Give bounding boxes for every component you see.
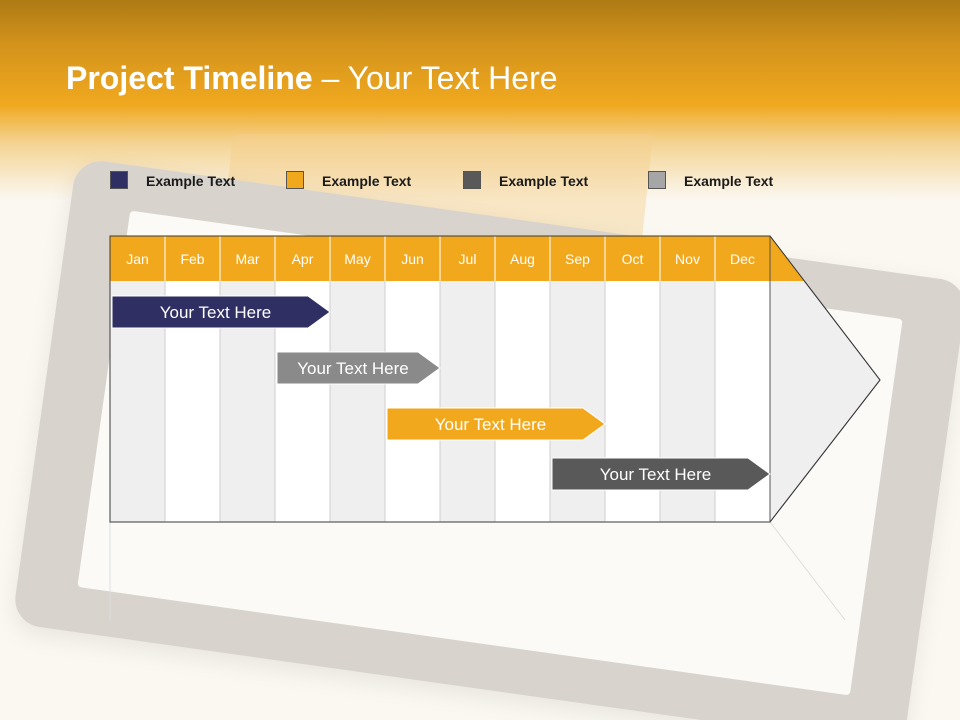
month-column xyxy=(495,281,550,522)
legend-swatch xyxy=(463,171,481,189)
legend-swatch xyxy=(110,171,128,189)
task-bar xyxy=(386,407,606,441)
task-label: Your Text Here xyxy=(600,465,712,484)
month-header-band xyxy=(110,236,805,281)
legend-label: Example Text xyxy=(146,173,236,189)
month-label: Oct xyxy=(622,251,644,267)
month-label: Aug xyxy=(510,251,535,267)
legend: Example Text Example Text Example Text E… xyxy=(0,170,960,194)
month-label: May xyxy=(344,251,370,267)
task-bar xyxy=(276,351,441,385)
legend-label: Example Text xyxy=(322,173,412,189)
task-label: Your Text Here xyxy=(435,415,547,434)
task-label: Your Text Here xyxy=(297,359,409,378)
reflection-line xyxy=(769,521,846,621)
month-label: Apr xyxy=(292,251,314,267)
timeline-arrow-outline xyxy=(109,235,881,523)
slide-title: Project Timeline – Your Text Here xyxy=(66,60,558,97)
task-bar xyxy=(111,295,331,329)
month-label: Jul xyxy=(459,251,477,267)
title-bold: Project Timeline xyxy=(66,60,313,96)
task-label: Your Text Here xyxy=(160,303,272,322)
month-label: Jan xyxy=(126,251,149,267)
task-bar xyxy=(551,457,771,491)
month-label: Dec xyxy=(730,251,755,267)
legend-label: Example Text xyxy=(684,173,774,189)
month-label: Sep xyxy=(565,251,590,267)
title-rest: – Your Text Here xyxy=(312,60,558,96)
month-label: Nov xyxy=(675,251,700,267)
month-label: Jun xyxy=(401,251,424,267)
legend-swatch xyxy=(648,171,666,189)
month-column xyxy=(440,281,495,522)
month-column xyxy=(385,281,440,522)
legend-swatch xyxy=(286,171,304,189)
month-column xyxy=(330,281,385,522)
legend-label: Example Text xyxy=(499,173,589,189)
month-label: Feb xyxy=(180,251,204,267)
month-label: Mar xyxy=(235,251,259,267)
